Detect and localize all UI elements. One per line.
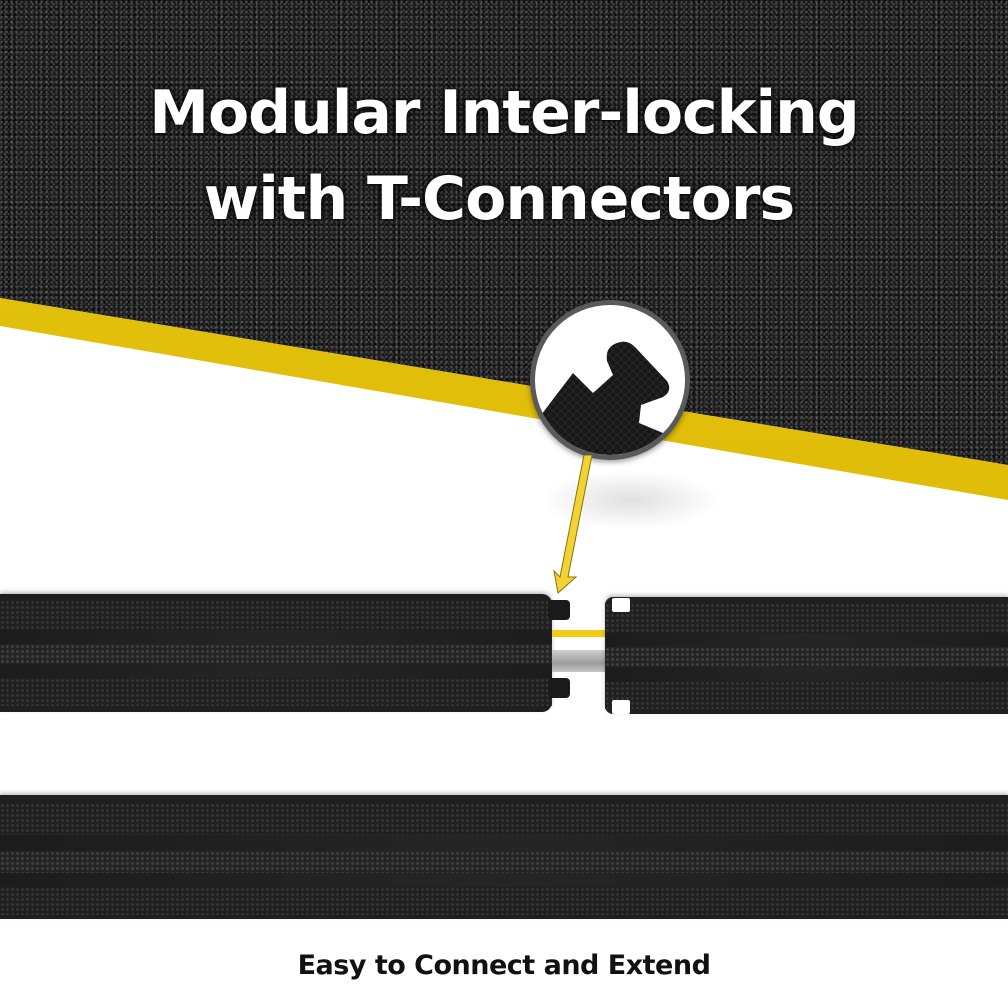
cable-yellow [552, 630, 612, 637]
t-connector-slot-right-bottom [612, 700, 630, 714]
cable-protector-top-right [605, 597, 1008, 714]
magnifier-shadow [540, 470, 720, 530]
t-connector-tab-left-top [548, 600, 570, 620]
caption: Easy to Connect and Extend [297, 950, 711, 981]
t-connector-slot-right-top [612, 598, 630, 612]
cable-protector-top-left [0, 594, 552, 712]
headline-line-1: Modular Inter-locking [149, 78, 860, 148]
headline-line-2: with T-Connectors [203, 164, 795, 234]
cable-protector-bottom-connected [0, 795, 1008, 919]
t-connector-tab-left-bottom [548, 678, 570, 698]
cable-silver [552, 650, 612, 672]
t-connector-magnifier [530, 300, 690, 460]
arrow-down-icon [553, 455, 593, 594]
t-connector-magnifier-icon [535, 341, 685, 455]
